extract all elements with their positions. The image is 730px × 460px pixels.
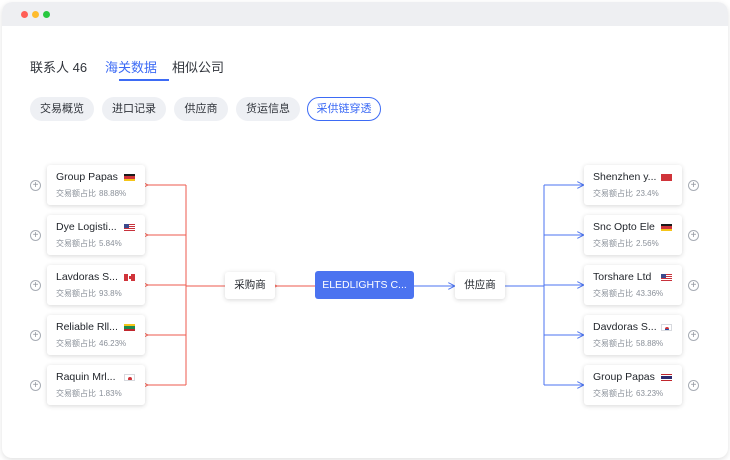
plus-circle-icon[interactable]: + xyxy=(688,230,699,241)
share-value: 93.8% xyxy=(99,289,122,298)
company-name: Torshare Ltd xyxy=(593,271,652,283)
share-label: 交易额占比 xyxy=(56,339,96,348)
share-value: 43.36% xyxy=(636,289,664,298)
germany-flag-icon xyxy=(661,224,672,231)
active-tab-indicator xyxy=(119,79,169,81)
share-value: 1.83% xyxy=(99,389,122,398)
share-value: 88.88% xyxy=(99,189,127,198)
canada-flag-icon xyxy=(124,274,135,281)
share-value: 58.88% xyxy=(636,339,664,348)
company-name: Group Papas xyxy=(593,371,655,383)
maximize-window-button[interactable] xyxy=(43,11,50,18)
close-window-button[interactable] xyxy=(21,11,28,18)
subtab-suppliers[interactable]: 供应商 xyxy=(174,97,228,121)
share-value: 63.23% xyxy=(636,389,664,398)
company-name: Reliable Rll... xyxy=(56,321,118,333)
subtab-import-records[interactable]: 进口记录 xyxy=(102,97,166,121)
share-value: 23.4% xyxy=(636,189,659,198)
share-label: 交易额占比 xyxy=(593,389,633,398)
share-value: 2.56% xyxy=(636,239,659,248)
share-label: 交易额占比 xyxy=(56,189,96,198)
share-value: 5.84% xyxy=(99,239,122,248)
company-name: Davdoras S... xyxy=(593,321,657,333)
plus-circle-icon[interactable]: + xyxy=(688,280,699,291)
share-label: 交易额占比 xyxy=(593,339,633,348)
center-company-node[interactable]: ELEDLIGHTS C... xyxy=(315,271,414,299)
title-bar xyxy=(2,2,728,26)
germany-flag-icon xyxy=(124,174,135,181)
company-name: Group Papas xyxy=(56,171,118,183)
china-flag-icon xyxy=(661,174,672,181)
company-name: Lavdoras S... xyxy=(56,271,118,283)
plus-circle-icon[interactable]: + xyxy=(30,380,41,391)
share-label: 交易额占比 xyxy=(56,239,96,248)
korea-flag-icon xyxy=(661,324,672,331)
plus-circle-icon[interactable]: + xyxy=(30,180,41,191)
plus-circle-icon[interactable]: + xyxy=(688,180,699,191)
minimize-window-button[interactable] xyxy=(32,11,39,18)
subtab-supply-chain[interactable]: 采供链穿透 xyxy=(307,97,381,121)
tab-similar-companies[interactable]: 相似公司 xyxy=(172,60,225,75)
share-label: 交易额占比 xyxy=(56,389,96,398)
plus-circle-icon[interactable]: + xyxy=(30,280,41,291)
japan-flag-icon xyxy=(124,374,135,381)
thailand-flag-icon xyxy=(661,374,672,381)
share-value: 46.23% xyxy=(99,339,127,348)
plus-circle-icon[interactable]: + xyxy=(688,330,699,341)
plus-circle-icon[interactable]: + xyxy=(30,330,41,341)
company-name: Dye Logisti... xyxy=(56,221,117,233)
share-label: 交易额占比 xyxy=(593,239,633,248)
lithuania-flag-icon xyxy=(124,324,135,331)
plus-circle-icon[interactable]: + xyxy=(688,380,699,391)
company-name: Shenzhen y... xyxy=(593,171,657,183)
company-name: Raquin Mrl... xyxy=(56,371,116,383)
share-label: 交易额占比 xyxy=(593,289,633,298)
subtab-shipping-info[interactable]: 货运信息 xyxy=(236,97,300,121)
share-label: 交易额占比 xyxy=(593,189,633,198)
usa-flag-icon xyxy=(124,224,135,231)
buyer-group-label: 采购商 xyxy=(225,272,275,299)
subtab-trade-overview[interactable]: 交易概览 xyxy=(30,97,94,121)
company-name: Snc Opto Ele xyxy=(593,221,655,233)
usa-flag-icon xyxy=(661,274,672,281)
share-label: 交易额占比 xyxy=(56,289,96,298)
tab-customs-data[interactable]: 海关数据 xyxy=(105,60,158,75)
tab-contacts[interactable]: 联系人 46 xyxy=(30,60,88,75)
supplier-group-label: 供应商 xyxy=(455,272,505,299)
plus-circle-icon[interactable]: + xyxy=(30,230,41,241)
